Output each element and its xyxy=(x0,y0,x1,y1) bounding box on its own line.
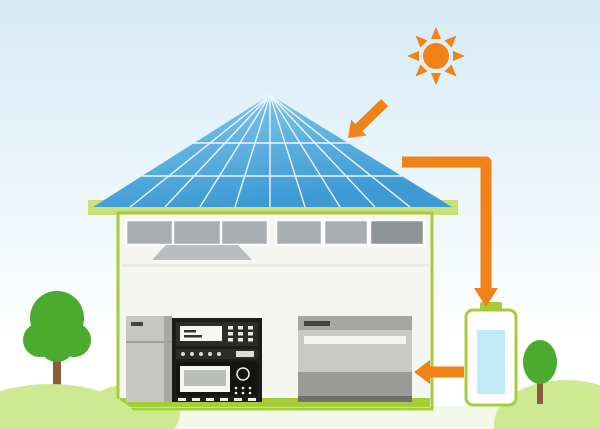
solar-panel-roof xyxy=(93,95,452,207)
left-tree-foliage xyxy=(23,291,91,362)
sunlight-arrow-shaft xyxy=(355,98,389,132)
sunlight-arrow xyxy=(348,98,389,138)
cabinet-handle xyxy=(131,322,143,326)
dishwasher-top xyxy=(298,316,412,330)
dishwasher xyxy=(298,316,412,402)
display-text-line xyxy=(184,335,202,338)
stove-display xyxy=(180,326,222,341)
panel-grid xyxy=(93,95,452,207)
cabinet-divider xyxy=(126,341,172,343)
charge-arrow-shaft xyxy=(402,156,492,288)
display-text-line xyxy=(184,330,196,333)
supply-arrow-shaft xyxy=(430,366,464,378)
left-tree-trunk xyxy=(53,350,61,404)
supply-arrow xyxy=(414,360,464,384)
floor-divider xyxy=(121,264,429,267)
right-tree-trunk xyxy=(537,380,543,404)
window-dark xyxy=(368,218,426,247)
charge-arrow-head xyxy=(474,288,498,307)
left-bush-front xyxy=(0,384,142,429)
dishwasher-handle xyxy=(304,321,330,326)
window xyxy=(322,218,370,247)
cabinet-shade xyxy=(164,316,172,402)
dishwasher-lower-door xyxy=(298,372,412,396)
dishwasher-control-strip xyxy=(304,336,406,344)
sun-rays xyxy=(407,27,465,85)
charge-arrow xyxy=(402,156,498,307)
microwave-glass xyxy=(184,370,226,386)
stove-knobs xyxy=(181,351,254,357)
microwave-dial xyxy=(236,367,250,381)
microwave xyxy=(176,362,258,396)
energy-flow-arrows xyxy=(348,98,498,384)
sun-disc xyxy=(423,43,449,69)
roof-panel xyxy=(93,95,452,207)
second-floor-windows xyxy=(124,218,426,247)
window-wide xyxy=(124,218,270,247)
storage-battery xyxy=(464,302,518,407)
kitchen-cabinet xyxy=(126,316,172,402)
sun-icon xyxy=(407,27,465,85)
range-hood xyxy=(152,245,252,260)
right-tree xyxy=(523,340,557,404)
right-tree-foliage xyxy=(523,340,557,384)
stove-oven xyxy=(172,318,262,402)
stove-vent-dashes xyxy=(178,398,256,401)
dishwasher-kick xyxy=(298,396,412,402)
house xyxy=(88,200,458,411)
battery-charge-level xyxy=(477,330,505,394)
stove-buttons xyxy=(228,326,253,342)
baseboard xyxy=(120,398,430,407)
supply-arrow-head xyxy=(414,360,430,384)
window xyxy=(274,218,324,247)
sunlight-arrow-head xyxy=(348,119,367,138)
right-bush xyxy=(494,380,600,429)
microwave-buttons xyxy=(234,386,252,395)
left-tree xyxy=(23,291,91,404)
